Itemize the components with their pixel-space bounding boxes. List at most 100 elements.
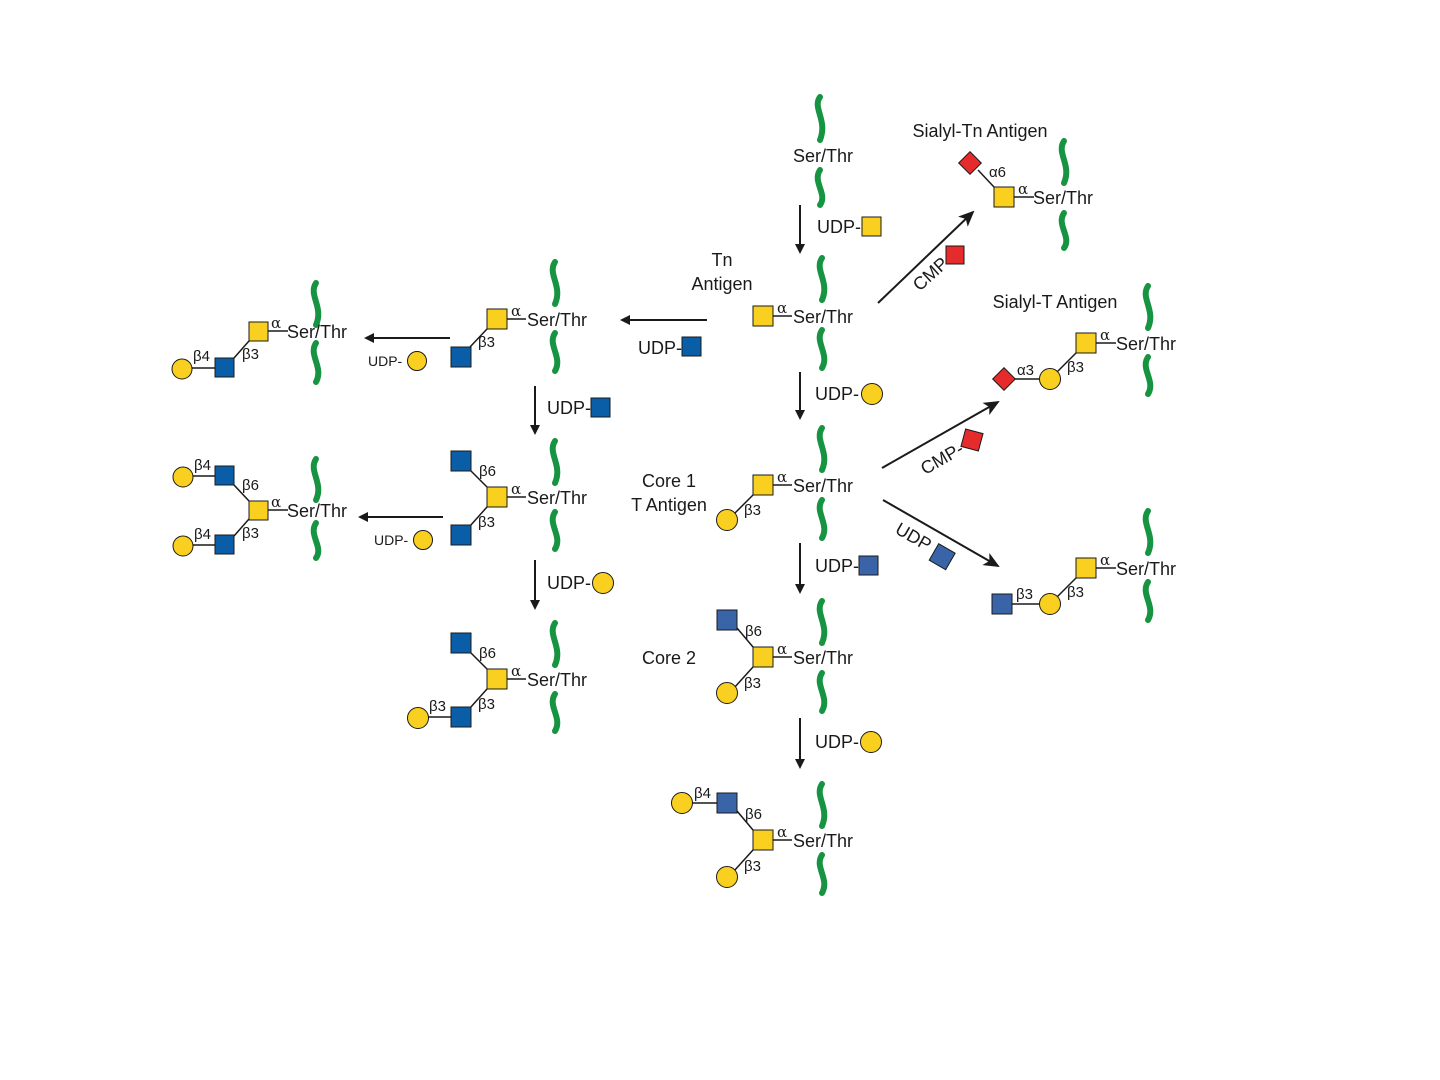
gal-circle-icon bbox=[671, 792, 693, 814]
galnac-square-icon bbox=[486, 668, 508, 690]
peptide-backbone-icon bbox=[814, 94, 826, 143]
peptide-backbone-icon bbox=[549, 259, 561, 307]
reaction-udp-galnac: UDP- bbox=[795, 205, 882, 254]
ser-thr-label: Ser/Thr bbox=[1116, 334, 1176, 354]
reaction-udp-glcnac-core2: UDP- bbox=[795, 543, 879, 594]
udp-label: UDP- bbox=[547, 573, 591, 593]
galnac-square-icon bbox=[248, 321, 269, 342]
beta3-linkage-label: β3 bbox=[478, 334, 495, 351]
gal-circle-icon bbox=[172, 466, 194, 488]
peptide-backbone-icon bbox=[549, 620, 561, 668]
alpha-linkage-label: α bbox=[511, 662, 521, 680]
gal-circle-icon bbox=[592, 572, 614, 594]
partially-extended-core4: β3 β6 β3 α Ser/Thr bbox=[407, 620, 587, 734]
galnac-square-icon bbox=[752, 474, 774, 496]
peptide-backbone-icon bbox=[816, 852, 828, 896]
glcnac-extended-core1: β3 β3 α Ser/Thr bbox=[991, 508, 1176, 623]
galnac-square-icon bbox=[1075, 557, 1097, 579]
alpha-linkage-label: α bbox=[511, 302, 521, 320]
galnac-square-icon bbox=[1075, 332, 1097, 354]
tn-antigen-label: Tn bbox=[711, 250, 732, 270]
beta3-linkage-label: β3 bbox=[1016, 586, 1033, 603]
udp-label: UDP bbox=[892, 519, 935, 555]
galnac-square-icon bbox=[861, 216, 882, 237]
udp-label: UDP- bbox=[817, 217, 861, 237]
reaction-udp-gal-core3: UDP- bbox=[364, 333, 450, 371]
glcnac-square-icon bbox=[590, 397, 611, 418]
udp-label: UDP- bbox=[815, 732, 859, 752]
core2: Core 2 α β6 β3 Ser/Thr bbox=[642, 598, 853, 714]
extended-core2: β4 α β6 β3 Ser/Thr bbox=[671, 781, 853, 896]
glcnac-square-icon bbox=[214, 534, 235, 555]
udp-label: UDP- bbox=[374, 532, 409, 548]
reaction-udp-glcnac-core4: UDP- bbox=[530, 386, 611, 435]
gal-circle-icon bbox=[413, 530, 433, 550]
gal-circle-icon bbox=[861, 383, 883, 405]
peptide-backbone-icon bbox=[549, 330, 561, 374]
reaction-udp-glcnac-core3-from-tn: UDP- bbox=[620, 315, 707, 358]
alpha-linkage-label: α bbox=[1100, 551, 1110, 569]
peptide-backbone-icon bbox=[549, 509, 561, 552]
udp-label: UDP- bbox=[368, 353, 403, 369]
beta6-linkage-label: β6 bbox=[479, 645, 496, 662]
neu5ac-diamond-icon bbox=[991, 366, 1017, 392]
peptide-backbone-icon bbox=[1142, 508, 1154, 556]
alpha-linkage-label: α bbox=[511, 480, 521, 498]
beta4-linkage-label: β4 bbox=[194, 457, 211, 474]
sialyl-t-antigen-label: Sialyl-T Antigen bbox=[993, 292, 1118, 312]
beta3-linkage-label: β3 bbox=[744, 502, 761, 519]
reaction-udp-gal-core1: UDP- bbox=[795, 372, 883, 420]
glcnac-square-icon bbox=[716, 609, 738, 631]
peptide-backbone-icon bbox=[1142, 283, 1154, 331]
galnac-square-icon bbox=[752, 646, 774, 668]
glcnac-square-icon bbox=[858, 555, 879, 576]
beta6-linkage-label: β6 bbox=[242, 477, 259, 494]
peptide-backbone-icon bbox=[549, 438, 561, 486]
peptide-backbone-icon bbox=[816, 425, 828, 473]
peptide-backbone-icon bbox=[310, 280, 322, 328]
alpha3-linkage-label: α3 bbox=[1017, 362, 1034, 379]
beta3-linkage-label: β3 bbox=[242, 525, 259, 542]
galnac-square-icon bbox=[752, 305, 774, 327]
peptide-backbone-icon bbox=[310, 340, 322, 385]
beta6-linkage-label: β6 bbox=[745, 806, 762, 823]
ser-thr-label: Ser/Thr bbox=[793, 146, 853, 166]
neu5ac-icon bbox=[945, 245, 965, 265]
t-antigen-label: T Antigen bbox=[631, 495, 707, 515]
reaction-udp-glcnac-core3: UDP bbox=[882, 499, 1000, 571]
glcnac-square-icon bbox=[450, 632, 472, 654]
peptide-backbone-icon bbox=[1058, 210, 1070, 251]
galnac-square-icon bbox=[993, 186, 1015, 208]
gal-circle-icon bbox=[407, 351, 427, 371]
beta3-linkage-label: β3 bbox=[1067, 359, 1084, 376]
neu5ac-icon bbox=[960, 428, 984, 452]
beta6-linkage-label: β6 bbox=[745, 623, 762, 640]
galnac-square-icon bbox=[752, 829, 774, 851]
ser-thr-label: Ser/Thr bbox=[287, 322, 347, 342]
gal-circle-icon bbox=[1039, 368, 1061, 390]
alpha-linkage-label: α bbox=[271, 493, 281, 511]
peptide-backbone-icon bbox=[1142, 579, 1154, 623]
udp-label: UDP- bbox=[547, 398, 591, 418]
glcnac-square-icon bbox=[991, 593, 1013, 615]
beta6-linkage-label: β6 bbox=[479, 463, 496, 480]
galnac-square-icon bbox=[486, 308, 508, 330]
alpha-linkage-label: α bbox=[777, 299, 787, 317]
core1-label: Core 1 bbox=[642, 471, 696, 491]
peptide-backbone-icon bbox=[816, 497, 828, 541]
neu5ac-diamond-icon bbox=[957, 150, 983, 176]
gal-circle-icon bbox=[172, 535, 194, 557]
free-peptide: Ser/Thr bbox=[793, 94, 853, 208]
peptide-backbone-icon bbox=[310, 456, 322, 503]
glcnac-square-icon bbox=[681, 336, 702, 357]
alpha-linkage-label: α bbox=[777, 468, 787, 486]
galnac-square-icon bbox=[248, 500, 269, 521]
extended-core4: β4 β4 β6 β3 α Ser/Thr bbox=[172, 456, 347, 561]
peptide-backbone-icon bbox=[310, 520, 322, 561]
glcnac-square-icon bbox=[450, 450, 472, 472]
sialyl-t-antigen: Sialyl-T Antigen α3 β3 α Ser/Thr bbox=[991, 283, 1176, 397]
beta3-linkage-label: β3 bbox=[478, 696, 495, 713]
gal-circle-icon bbox=[171, 358, 193, 380]
gal-circle-icon bbox=[860, 731, 882, 753]
beta3-linkage-label: β3 bbox=[744, 858, 761, 875]
